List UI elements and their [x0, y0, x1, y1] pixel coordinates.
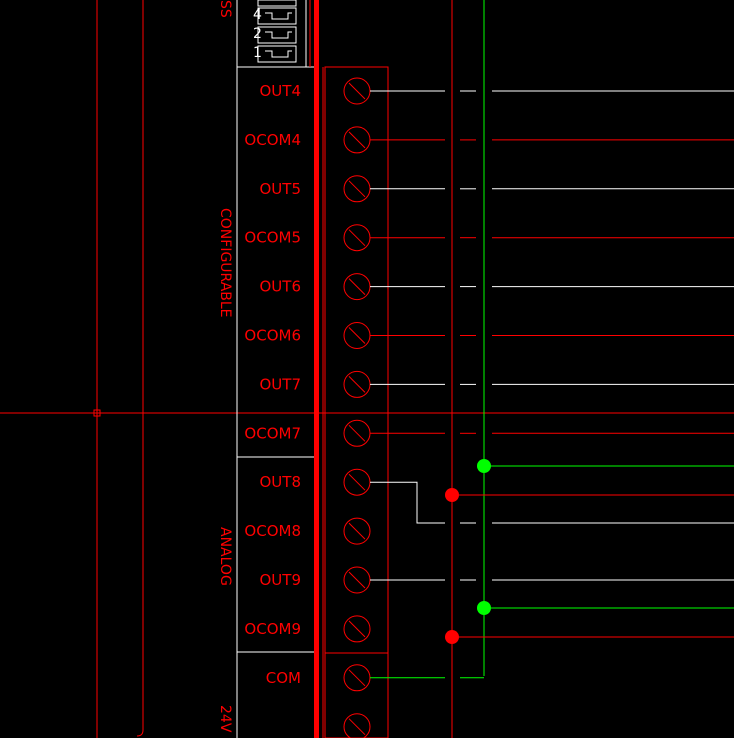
terminal-screw-slot	[348, 82, 366, 100]
ground-bus-bar	[314, 0, 319, 738]
junction-dot	[477, 601, 491, 615]
out8-wire	[370, 481, 445, 524]
terminal-label: OCOM4	[244, 131, 301, 149]
terminal-screw-slot	[348, 620, 366, 638]
group-label-analog: ANALOG	[217, 527, 233, 586]
terminal-label: OCOM9	[244, 620, 301, 638]
terminal-screw-icon	[343, 517, 371, 545]
terminal-label: OCOM7	[244, 424, 301, 442]
terminal-label: OUT7	[260, 375, 302, 393]
special-wires	[370, 465, 734, 679]
terminal-label: OUT8	[260, 473, 302, 491]
junction-dot	[445, 488, 459, 502]
terminal-screw-slot	[348, 131, 366, 149]
terminal-rows: OUT4OCOM4OUT5OCOM5OUT6OCOM6OUT7OCOM7OUT8…	[244, 77, 734, 738]
group-label-top: SS	[217, 0, 233, 18]
dip-position-label: 1	[253, 45, 262, 61]
terminal-screw-icon	[343, 713, 371, 738]
terminal-label: OUT5	[260, 180, 302, 198]
terminal-label: OUT9	[260, 571, 302, 589]
frame-line-bracket	[136, 0, 144, 737]
terminal-screw-slot	[348, 718, 366, 736]
crosshair-marker	[93, 409, 101, 417]
group-label-configurable: CONFIGURABLE	[217, 208, 233, 318]
dip-position-label: 4	[253, 7, 262, 23]
terminal-screw-slot	[348, 180, 366, 198]
terminal-screw-slot	[348, 571, 366, 589]
terminal-label: OCOM8	[244, 522, 301, 540]
terminal-label: COM	[266, 669, 301, 687]
terminal-block	[324, 66, 389, 738]
terminal-screw-slot	[348, 327, 366, 344]
junction-dots	[445, 459, 491, 644]
terminal-screw-slot	[348, 376, 366, 393]
terminal-screw-slot	[348, 424, 366, 442]
terminal-label: OCOM5	[244, 229, 301, 247]
terminal-label: OUT4	[260, 82, 302, 100]
group-label-power: 24V	[217, 705, 233, 733]
dip-position-label: 2	[253, 26, 262, 42]
terminal-label: OCOM6	[244, 327, 301, 345]
dip-switch: 4 2 1	[253, 0, 297, 63]
terminal-screw-slot	[348, 278, 366, 295]
junction-dot	[477, 459, 491, 473]
terminal-screw-slot	[348, 473, 366, 491]
terminal-screw-slot	[348, 522, 366, 540]
terminal-screw-slot	[348, 669, 366, 687]
terminal-label: OUT6	[260, 278, 302, 296]
terminal-screw-icon	[343, 615, 371, 643]
junction-dot	[445, 630, 459, 644]
terminal-screw-slot	[348, 229, 366, 247]
